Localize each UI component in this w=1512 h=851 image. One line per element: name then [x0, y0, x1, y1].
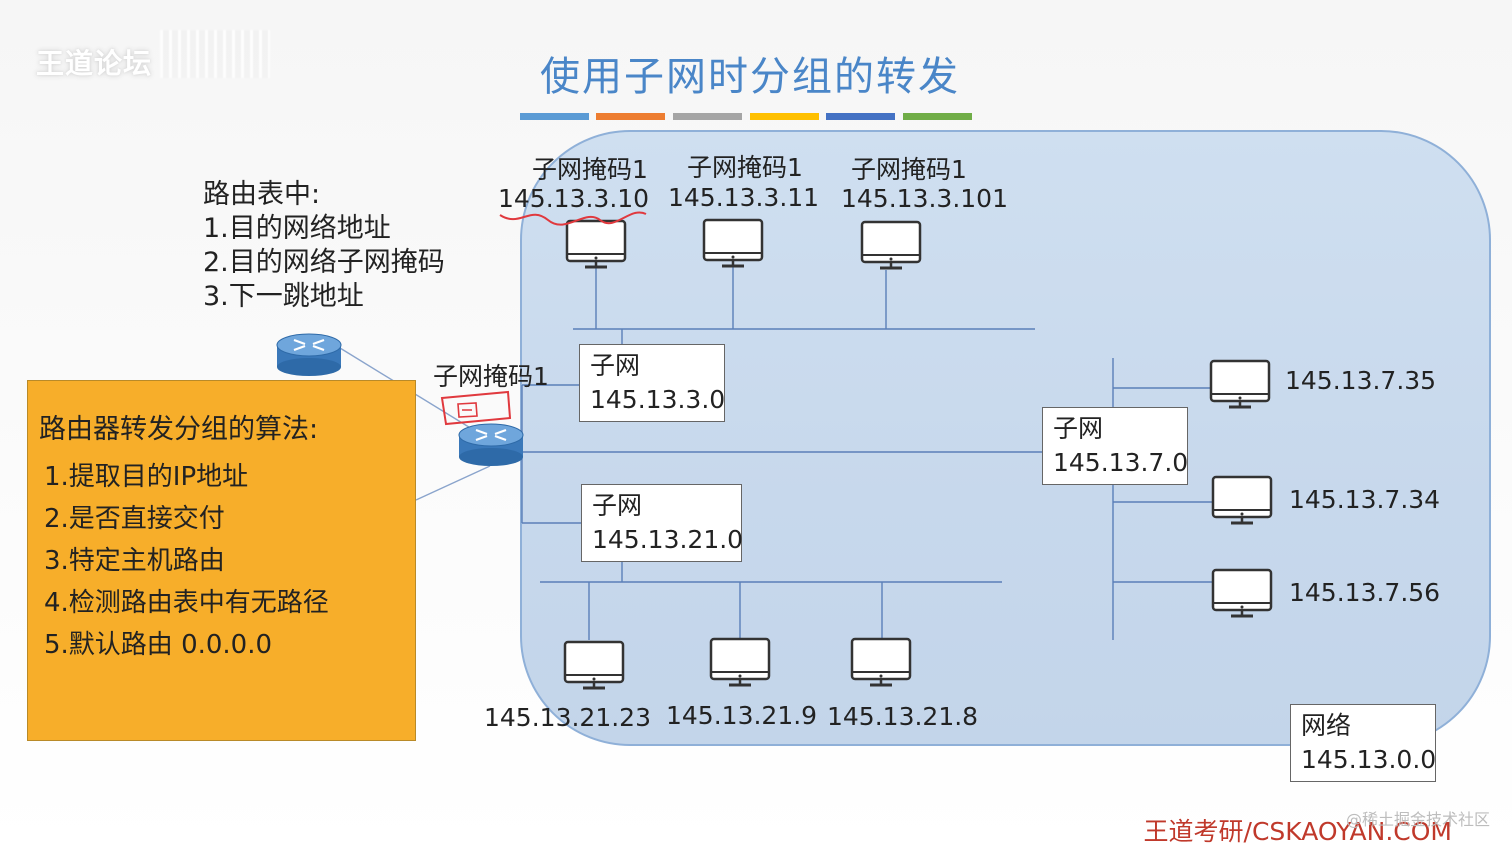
router-icon	[276, 333, 342, 376]
host-mask-label: 子网掩码1	[687, 153, 803, 182]
host-ip-label: 145.13.7.56	[1289, 578, 1441, 607]
subnet-label: 子网	[592, 491, 643, 520]
host-ip-label: 145.13.7.35	[1285, 366, 1437, 395]
computer-icon	[709, 637, 771, 687]
network-area	[520, 130, 1491, 746]
algorithm-heading: 路由器转发分组的算法:	[39, 414, 319, 445]
computer-icon	[1211, 475, 1273, 525]
algorithm-step: 4.检测路由表中有无路径	[44, 588, 329, 618]
network-box: 网络 145.13.0.0	[1290, 704, 1436, 782]
subnet-label: 子网	[1053, 414, 1104, 443]
slide-title: 使用子网时分组的转发	[540, 54, 960, 100]
subnet-address: 145.13.7.0	[1053, 448, 1189, 477]
algorithm-step: 2.是否直接交付	[44, 504, 225, 534]
subnet-box: 子网 145.13.3.0	[579, 344, 725, 422]
routing-table-item: 2.目的网络子网掩码	[203, 247, 445, 278]
title-bar-5	[826, 113, 895, 120]
algorithm-step: 3.特定主机路由	[44, 546, 225, 576]
host-mask-label: 子网掩码1	[532, 155, 648, 184]
forwarding-algorithm-box: 路由器转发分组的算法: 1.提取目的IP地址 2.是否直接交付 3.特定主机路由…	[27, 380, 416, 741]
host-ip-label: 145.13.3.11	[668, 183, 820, 212]
algorithm-step: 1.提取目的IP地址	[44, 462, 249, 492]
title-bar-3	[673, 113, 742, 120]
computer-icon	[702, 218, 764, 268]
subnet-label: 子网	[590, 351, 641, 380]
routing-table-item: 3.下一跳地址	[203, 281, 364, 312]
title-bar-4	[750, 113, 819, 120]
router-mask-label: 子网掩码1	[433, 362, 549, 391]
host-ip-label: 145.13.21.9	[666, 701, 818, 730]
computer-icon	[860, 220, 922, 270]
watermark-logo: 王道论坛	[36, 47, 153, 80]
network-address: 145.13.0.0	[1301, 745, 1437, 774]
host-ip-label: 145.13.3.101	[841, 184, 1008, 213]
juejin-watermark: @稀土掘金技术社区	[1345, 810, 1490, 829]
routing-table-heading: 路由表中:	[203, 179, 321, 210]
host-ip-label: 145.13.3.10	[498, 184, 650, 213]
computer-icon	[1211, 568, 1273, 618]
host-ip-label: 145.13.21.8	[827, 702, 979, 731]
host-mask-label: 子网掩码1	[851, 155, 967, 184]
network-label: 网络	[1301, 711, 1352, 740]
subnet-address: 145.13.21.0	[592, 525, 744, 554]
subnet-box: 子网 145.13.7.0	[1042, 407, 1188, 485]
watermark-logo-blur	[160, 30, 270, 78]
title-bar-6	[903, 113, 972, 120]
computer-icon	[563, 640, 625, 690]
host-ip-label: 145.13.21.23	[484, 703, 651, 732]
title-bar-1	[520, 113, 589, 120]
computer-icon	[1209, 359, 1271, 409]
host-ip-label: 145.13.7.34	[1289, 485, 1441, 514]
routing-table-note: 路由表中: 1.目的网络地址 2.目的网络子网掩码 3.下一跳地址	[203, 178, 445, 314]
computer-icon	[565, 219, 627, 269]
routing-table-item: 1.目的网络地址	[203, 213, 391, 244]
title-bar-2	[596, 113, 665, 120]
subnet-box: 子网 145.13.21.0	[581, 484, 744, 562]
algorithm-step: 5.默认路由 0.0.0.0	[44, 630, 273, 660]
subnet-address: 145.13.3.0	[590, 385, 726, 414]
computer-icon	[850, 637, 912, 687]
router-icon	[458, 423, 524, 466]
footer-brand: 王道考研/CSKAOYAN.COM	[1143, 817, 1452, 846]
